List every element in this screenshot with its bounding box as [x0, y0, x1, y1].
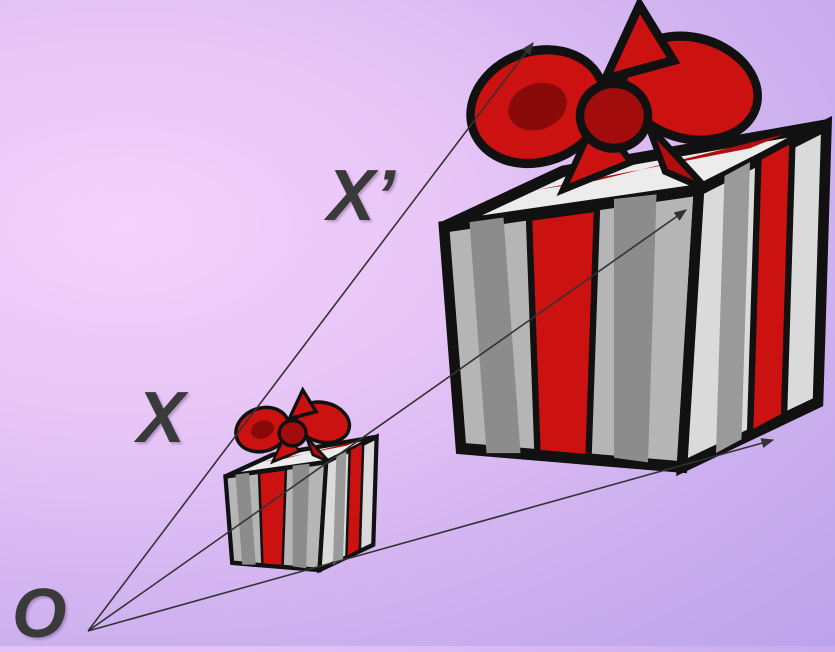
origin-label: O [12, 578, 66, 648]
point-x-prime-label: X’ [327, 160, 395, 232]
ray-bottom [88, 440, 773, 631]
large-gift-box [444, 5, 827, 467]
point-x-label: X [137, 382, 185, 454]
small-gift-box [225, 390, 376, 570]
